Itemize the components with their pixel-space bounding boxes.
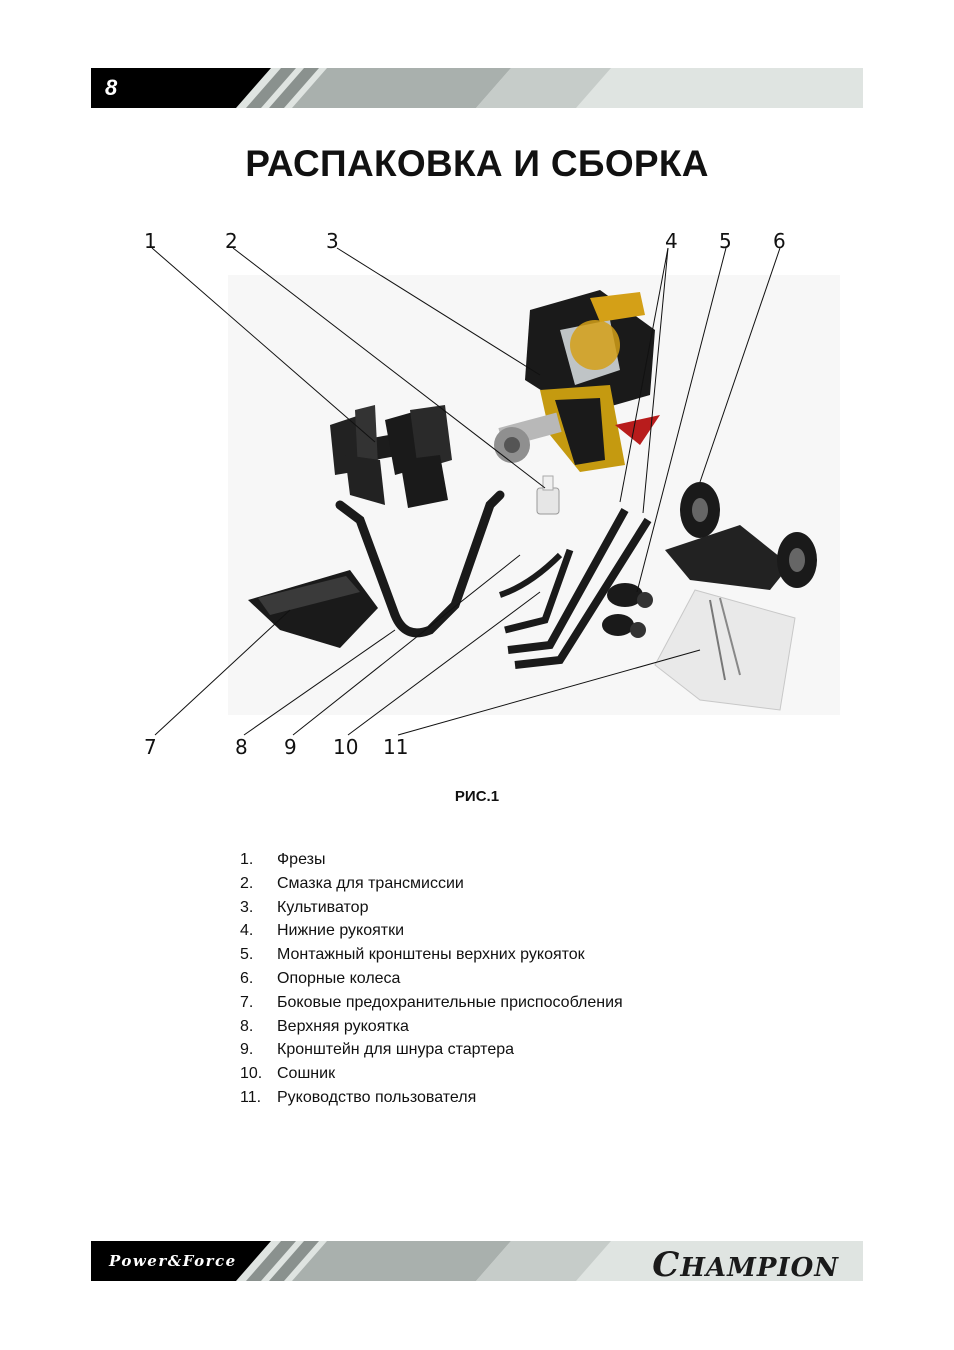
list-item-number: 3.: [240, 898, 254, 916]
manual-bag-drawing: [654, 589, 796, 711]
header-band: 8: [91, 68, 863, 108]
list-item-number: 6.: [240, 969, 254, 987]
list-item-number: 10.: [240, 1065, 263, 1083]
callout-8: 8: [235, 735, 248, 759]
list-item: 8. Верхняя рукоятка: [240, 1016, 623, 1040]
list-item: 5. Монтажный кронштены верхних рукояток: [240, 944, 623, 968]
callout-11: 11: [383, 735, 409, 759]
champion-logo-initial: C: [652, 1245, 681, 1285]
lower-handle-1-drawing: [507, 508, 629, 654]
list-item: 4. Нижние рукоятки: [240, 920, 623, 944]
list-item: 3. Культиватор: [240, 897, 623, 921]
page-title: РАСПАКОВКА И СБОРКА: [245, 143, 709, 184]
champion-logo: CHAMPION: [652, 1245, 839, 1285]
list-item-number: 4.: [240, 922, 254, 940]
page-number: 8: [105, 75, 118, 100]
callout-6: 6: [773, 229, 786, 253]
list-item-number: 2.: [240, 874, 254, 892]
callout-2: 2: [225, 229, 238, 253]
lower-handle-2-drawing: [514, 517, 652, 669]
callout-4: 4: [665, 229, 678, 253]
footer-band: Power&Force CHAMPION: [91, 1241, 863, 1285]
list-item: 7. Боковые предохранительные приспособлен…: [240, 992, 623, 1016]
parts-figure: 1 2 3 4 5 6 7 8 9 10 11: [0, 220, 954, 780]
oil-bottle-drawing: [536, 475, 560, 515]
callout-10: 10: [333, 735, 359, 759]
callout-7: 7: [144, 735, 157, 759]
list-item-text: Руководство пользователя: [277, 1088, 477, 1106]
list-item-text: Культиватор: [277, 898, 369, 916]
list-item: 2. Смазка для трансмиссии: [240, 873, 623, 897]
list-item: 6. Опорные колеса: [240, 968, 623, 992]
callout-5: 5: [719, 229, 732, 253]
list-item-text: Фрезы: [277, 851, 326, 868]
list-item-text: Верхняя рукоятка: [277, 1017, 409, 1035]
cultivator-drawing: [494, 290, 660, 472]
parts-list: 1. Фрезы 2. Смазка для трансмиссии 3. Культ…: [240, 849, 623, 1111]
list-item-text: Сошник: [277, 1065, 336, 1083]
callout-1: 1: [144, 229, 157, 253]
figure-caption: РИС.1: [454, 788, 500, 805]
starter-bracket-drawing: [499, 552, 563, 598]
list-item-number: 9.: [240, 1041, 254, 1059]
shield-drawing: [248, 570, 378, 648]
parts-illustration: [151, 247, 840, 736]
champion-logo-rest: HAMPION: [680, 1253, 839, 1283]
list-item-text: Боковые предохранительные приспособления: [277, 993, 623, 1011]
list-item-number: 1.: [240, 851, 254, 868]
leader-lines: [151, 247, 781, 736]
tines-drawing: [330, 405, 452, 508]
list-item-text: Смазка для трансмиссии: [277, 874, 464, 892]
coulter-drawing: [504, 548, 574, 634]
list-item-number: 5.: [240, 946, 254, 964]
list-item-text: Нижние рукоятки: [277, 922, 405, 940]
list-item-number: 11.: [240, 1088, 262, 1106]
power-force-logo: Power&Force: [109, 1252, 237, 1270]
callout-9: 9: [284, 735, 297, 759]
header-stripes: [91, 68, 863, 108]
list-item: 10. Сошник: [240, 1063, 623, 1087]
list-item-number: 8.: [240, 1017, 254, 1035]
support-wheels-drawing: [665, 482, 817, 590]
list-item: 11. Руководство пользователя: [240, 1087, 623, 1111]
footer-stripes: [91, 1241, 863, 1281]
upper-handle-drawing: [335, 490, 505, 638]
list-item: 9. Кронштейн для шнура стартера: [240, 1039, 623, 1063]
list-item: 1. Фрезы: [240, 849, 623, 873]
list-item-text: Опорные колеса: [277, 969, 401, 987]
list-item-number: 7.: [240, 993, 254, 1011]
list-item-text: Монтажный кронштены верхних рукояток: [277, 946, 585, 964]
list-item-text: Кронштейн для шнура стартера: [277, 1041, 515, 1059]
callout-3: 3: [326, 229, 339, 253]
mounting-brackets-drawing: [602, 583, 653, 638]
